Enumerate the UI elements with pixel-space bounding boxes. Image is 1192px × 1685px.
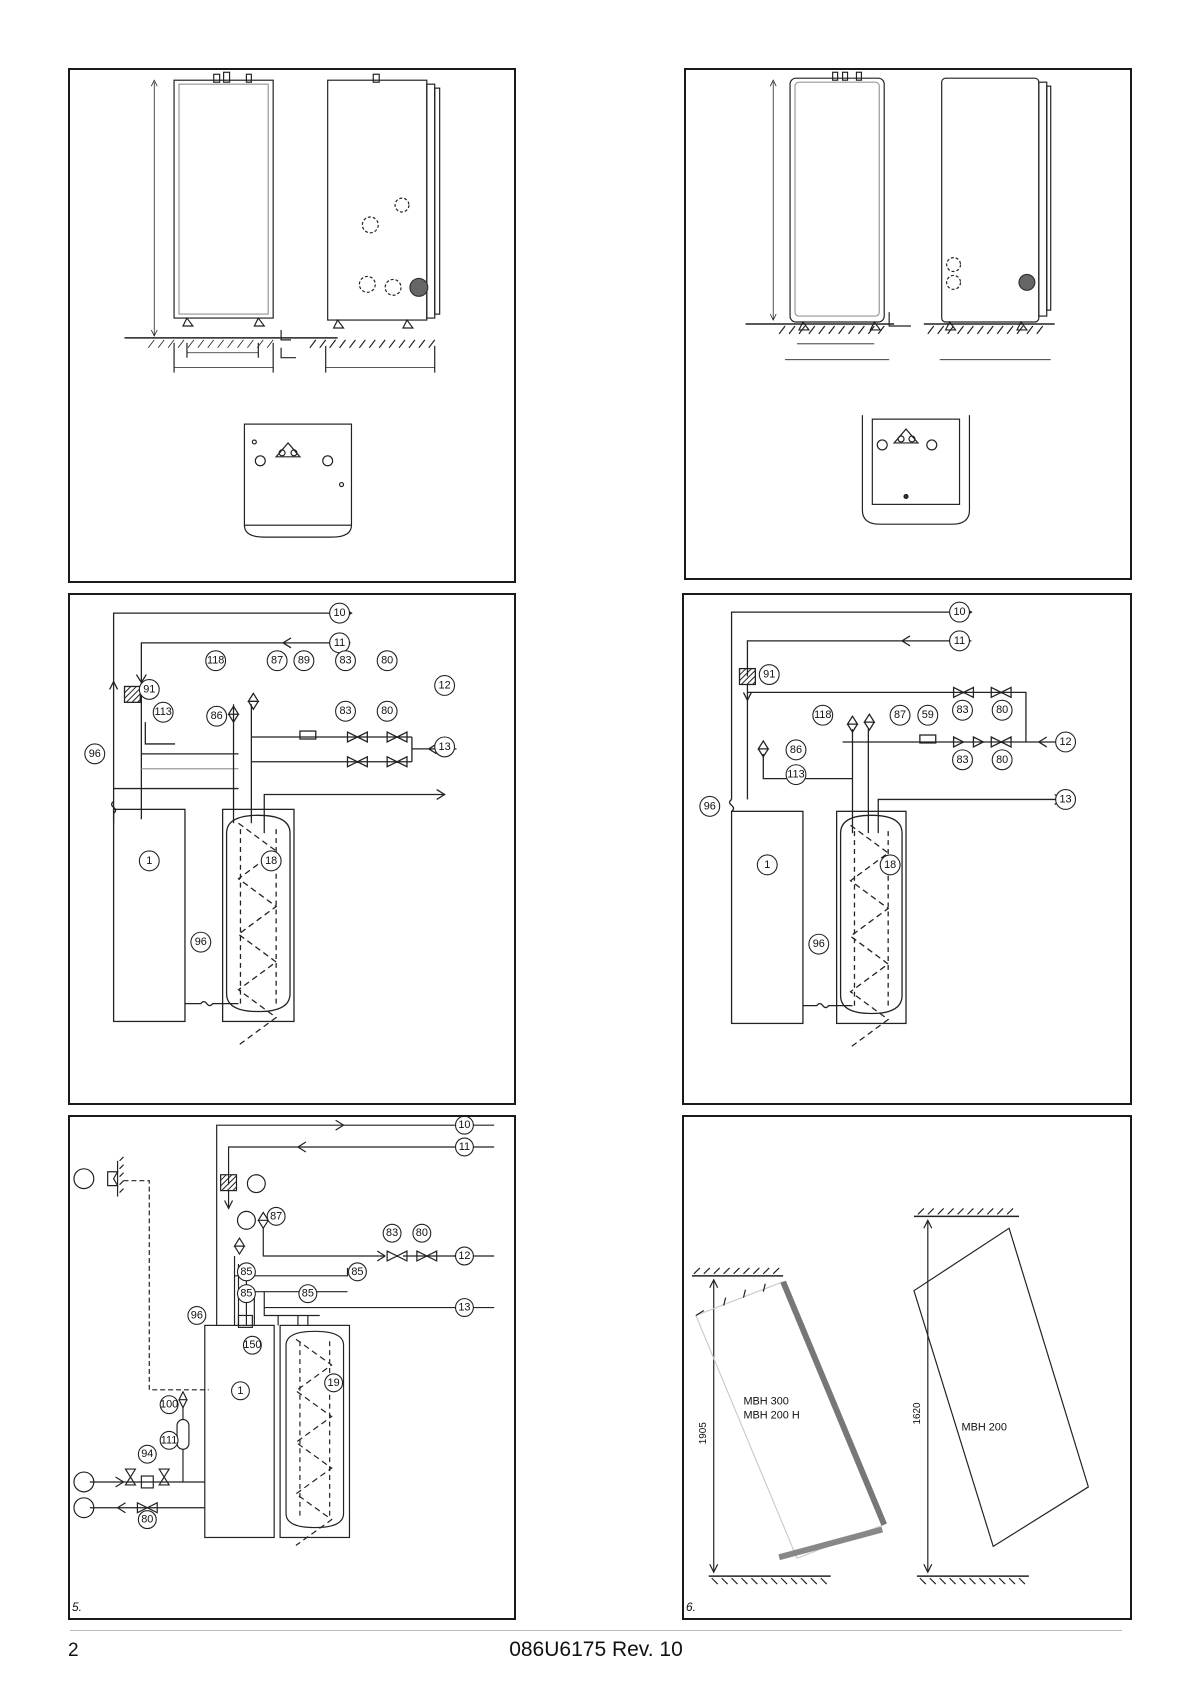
- hydraulic-schematic-right: 10 11 91 83 80 83 80 118 87 59 86 113 12…: [684, 595, 1130, 1103]
- figure-caption-6: 6.: [686, 1600, 696, 1614]
- label-91: 91: [143, 683, 155, 695]
- document-id: 086U6175 Rev. 10: [0, 1638, 1192, 1662]
- label-118: 118: [814, 709, 831, 721]
- label-113: 113: [787, 769, 804, 781]
- label-113: 113: [154, 706, 171, 718]
- label-83-top: 83: [339, 655, 351, 667]
- footer-rule: [70, 1630, 1122, 1631]
- panel-schematic-fig5: 10 11 87 83 80 12 85 85 85 85 96 13 150 …: [68, 1115, 516, 1620]
- label-86: 86: [211, 710, 223, 722]
- label-18: 18: [265, 855, 277, 867]
- label-10: 10: [953, 606, 965, 618]
- label-91: 91: [763, 669, 775, 681]
- label-13: 13: [439, 741, 451, 753]
- panel-dimensions-left: [68, 68, 516, 583]
- panel-schematic-right: 10 11 91 83 80 83 80 118 87 59 86 113 12…: [682, 593, 1132, 1105]
- hydraulic-schematic-fig5: 10 11 87 83 80 12 85 85 85 85 96 13 150 …: [70, 1117, 514, 1618]
- label-11: 11: [334, 637, 345, 649]
- tilt-left-model-2: MBH 200 H: [743, 1410, 799, 1422]
- label-80-top: 80: [416, 1227, 428, 1239]
- label-12: 12: [458, 1250, 470, 1262]
- label-85-b: 85: [351, 1266, 363, 1278]
- label-13: 13: [458, 1302, 470, 1314]
- label-118: 118: [207, 655, 224, 667]
- label-11: 11: [954, 635, 965, 647]
- label-83-bottom: 83: [339, 705, 351, 717]
- panel-schematic-left: 10 11 91 86 118 87 89 83 80 12 83 80 113…: [68, 593, 516, 1105]
- label-83: 83: [386, 1227, 398, 1239]
- label-12: 12: [439, 679, 451, 691]
- tilt-left-model-1: MBH 300: [743, 1396, 788, 1408]
- label-10: 10: [334, 607, 346, 619]
- panel-dimensions-right: [684, 68, 1132, 580]
- label-80-bottom: 80: [996, 754, 1008, 766]
- label-96-bottom: 96: [195, 936, 207, 948]
- label-96-top: 96: [89, 748, 101, 760]
- tilt-left-height: 1905: [698, 1422, 709, 1445]
- figure-caption-5: 5.: [72, 1600, 82, 1614]
- label-1: 1: [764, 859, 770, 871]
- label-83-bottom: 83: [956, 754, 968, 766]
- label-85-c: 85: [240, 1288, 252, 1300]
- label-85-d: 85: [302, 1288, 314, 1300]
- label-59: 59: [922, 709, 934, 721]
- label-80-top: 80: [996, 704, 1008, 716]
- label-80-top: 80: [381, 655, 393, 667]
- label-11: 11: [459, 1141, 470, 1153]
- label-19: 19: [328, 1377, 340, 1389]
- label-94: 94: [141, 1448, 153, 1460]
- label-1: 1: [146, 855, 152, 867]
- label-89: 89: [298, 655, 310, 667]
- label-86: 86: [790, 744, 802, 756]
- label-1: 1: [237, 1385, 243, 1397]
- hydraulic-schematic-left: 10 11 91 86 118 87 89 83 80 12 83 80 113…: [70, 595, 514, 1103]
- tilt-height-drawing: MBH 300 MBH 200 H 1905 MBH 200 1620 6.: [684, 1117, 1130, 1618]
- label-150: 150: [243, 1339, 261, 1351]
- label-111: 111: [161, 1434, 178, 1446]
- label-12: 12: [1060, 736, 1072, 748]
- label-18: 18: [884, 859, 896, 871]
- label-87: 87: [271, 655, 283, 667]
- label-80-bottom: 80: [141, 1514, 153, 1526]
- label-87: 87: [894, 709, 906, 721]
- label-85-a: 85: [240, 1266, 252, 1278]
- dimension-drawing-right: [686, 70, 1130, 578]
- label-80-bottom: 80: [381, 705, 393, 717]
- dimension-drawing-left: [70, 70, 514, 581]
- label-13: 13: [1060, 793, 1072, 805]
- label-96-bottom: 96: [813, 938, 825, 950]
- label-96-top: 96: [704, 800, 716, 812]
- panel-tilt-heights: MBH 300 MBH 200 H 1905 MBH 200 1620 6.: [682, 1115, 1132, 1620]
- label-10: 10: [458, 1119, 470, 1131]
- label-100: 100: [160, 1399, 178, 1411]
- label-83-top: 83: [956, 704, 968, 716]
- label-87: 87: [270, 1210, 282, 1222]
- tilt-right-height: 1620: [912, 1402, 923, 1425]
- label-96: 96: [191, 1309, 203, 1321]
- tilt-right-model: MBH 200: [962, 1421, 1007, 1433]
